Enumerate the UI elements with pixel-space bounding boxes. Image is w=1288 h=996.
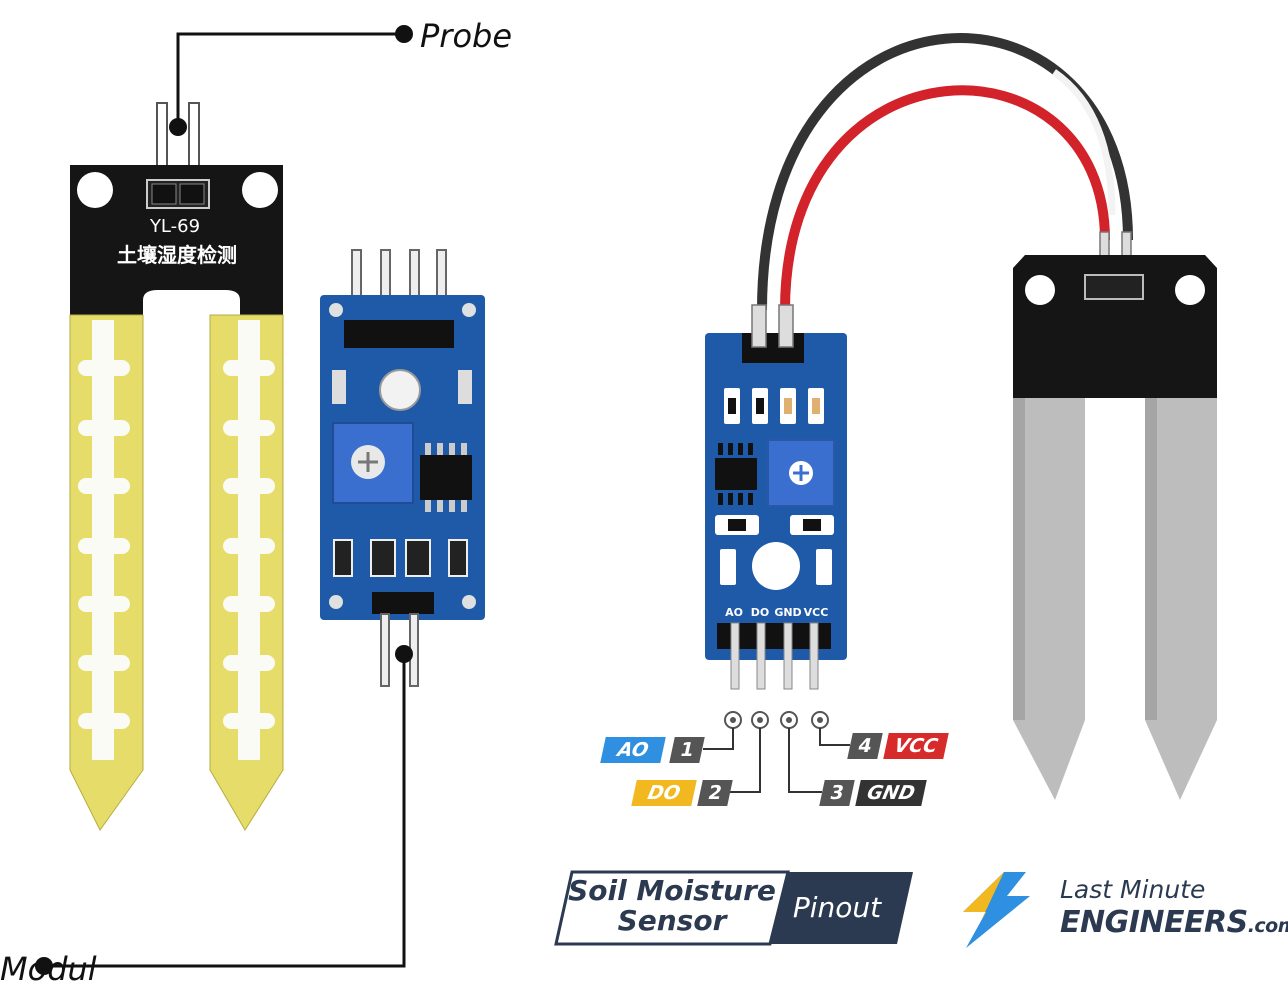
module-header-label-vcc: VCC xyxy=(804,606,829,619)
pin-vcc-name-badge: VCC xyxy=(883,733,949,759)
yl69-probe: YL-69 土壤湿度检测 xyxy=(69,102,284,831)
probe-illustration xyxy=(1013,231,1217,800)
title-left: Soil Moisture Sensor xyxy=(556,870,788,952)
pin-3-number-badge: 3 xyxy=(819,780,855,806)
module-header-label-gnd: GND xyxy=(774,606,801,619)
pin-4-number-badge: 4 xyxy=(847,733,883,759)
title-right: Pinout xyxy=(792,891,882,924)
comparator-module-illustration: AO DO GND VCC xyxy=(705,304,847,690)
module-callout xyxy=(35,645,413,975)
pin-2-number-badge: 2 xyxy=(697,780,733,806)
probe-model-label: YL-69 xyxy=(149,216,200,237)
pin-ao-name-badge: AO xyxy=(600,737,666,763)
connection-wires xyxy=(757,33,1133,311)
module-header-label-do: DO xyxy=(751,606,769,619)
brand-line2-wrapper: ENGINEERS.com xyxy=(1060,905,1288,944)
pin-gnd-name-badge: GND xyxy=(855,780,927,806)
comparator-module-photo xyxy=(320,249,485,687)
module-header-label-ao: AO xyxy=(725,606,743,619)
title-line2: Sensor xyxy=(617,904,727,937)
probe-callout xyxy=(169,25,413,136)
probe-chinese-label: 土壤湿度检测 xyxy=(117,243,237,267)
pin-leads xyxy=(703,711,850,793)
title-line1: Soil Moisture xyxy=(568,874,776,907)
pin-1-number-badge: 1 xyxy=(669,737,705,763)
title-banner: Soil Moisture Sensor Pinout xyxy=(556,870,886,946)
brand-text: Last Minute ENGINEERS.com xyxy=(1060,875,1288,944)
brand-line1: Last Minute xyxy=(1060,875,1206,904)
pin-do-name-badge: DO xyxy=(631,780,697,806)
brand-line2: ENGINEERS xyxy=(1060,905,1248,940)
title-banner-shapes xyxy=(554,870,913,946)
probe-label: Probe xyxy=(420,17,513,55)
brand-suffix: .com xyxy=(1247,915,1288,937)
module-label: Modul xyxy=(0,950,97,988)
brand-logo-icon xyxy=(963,872,1030,948)
